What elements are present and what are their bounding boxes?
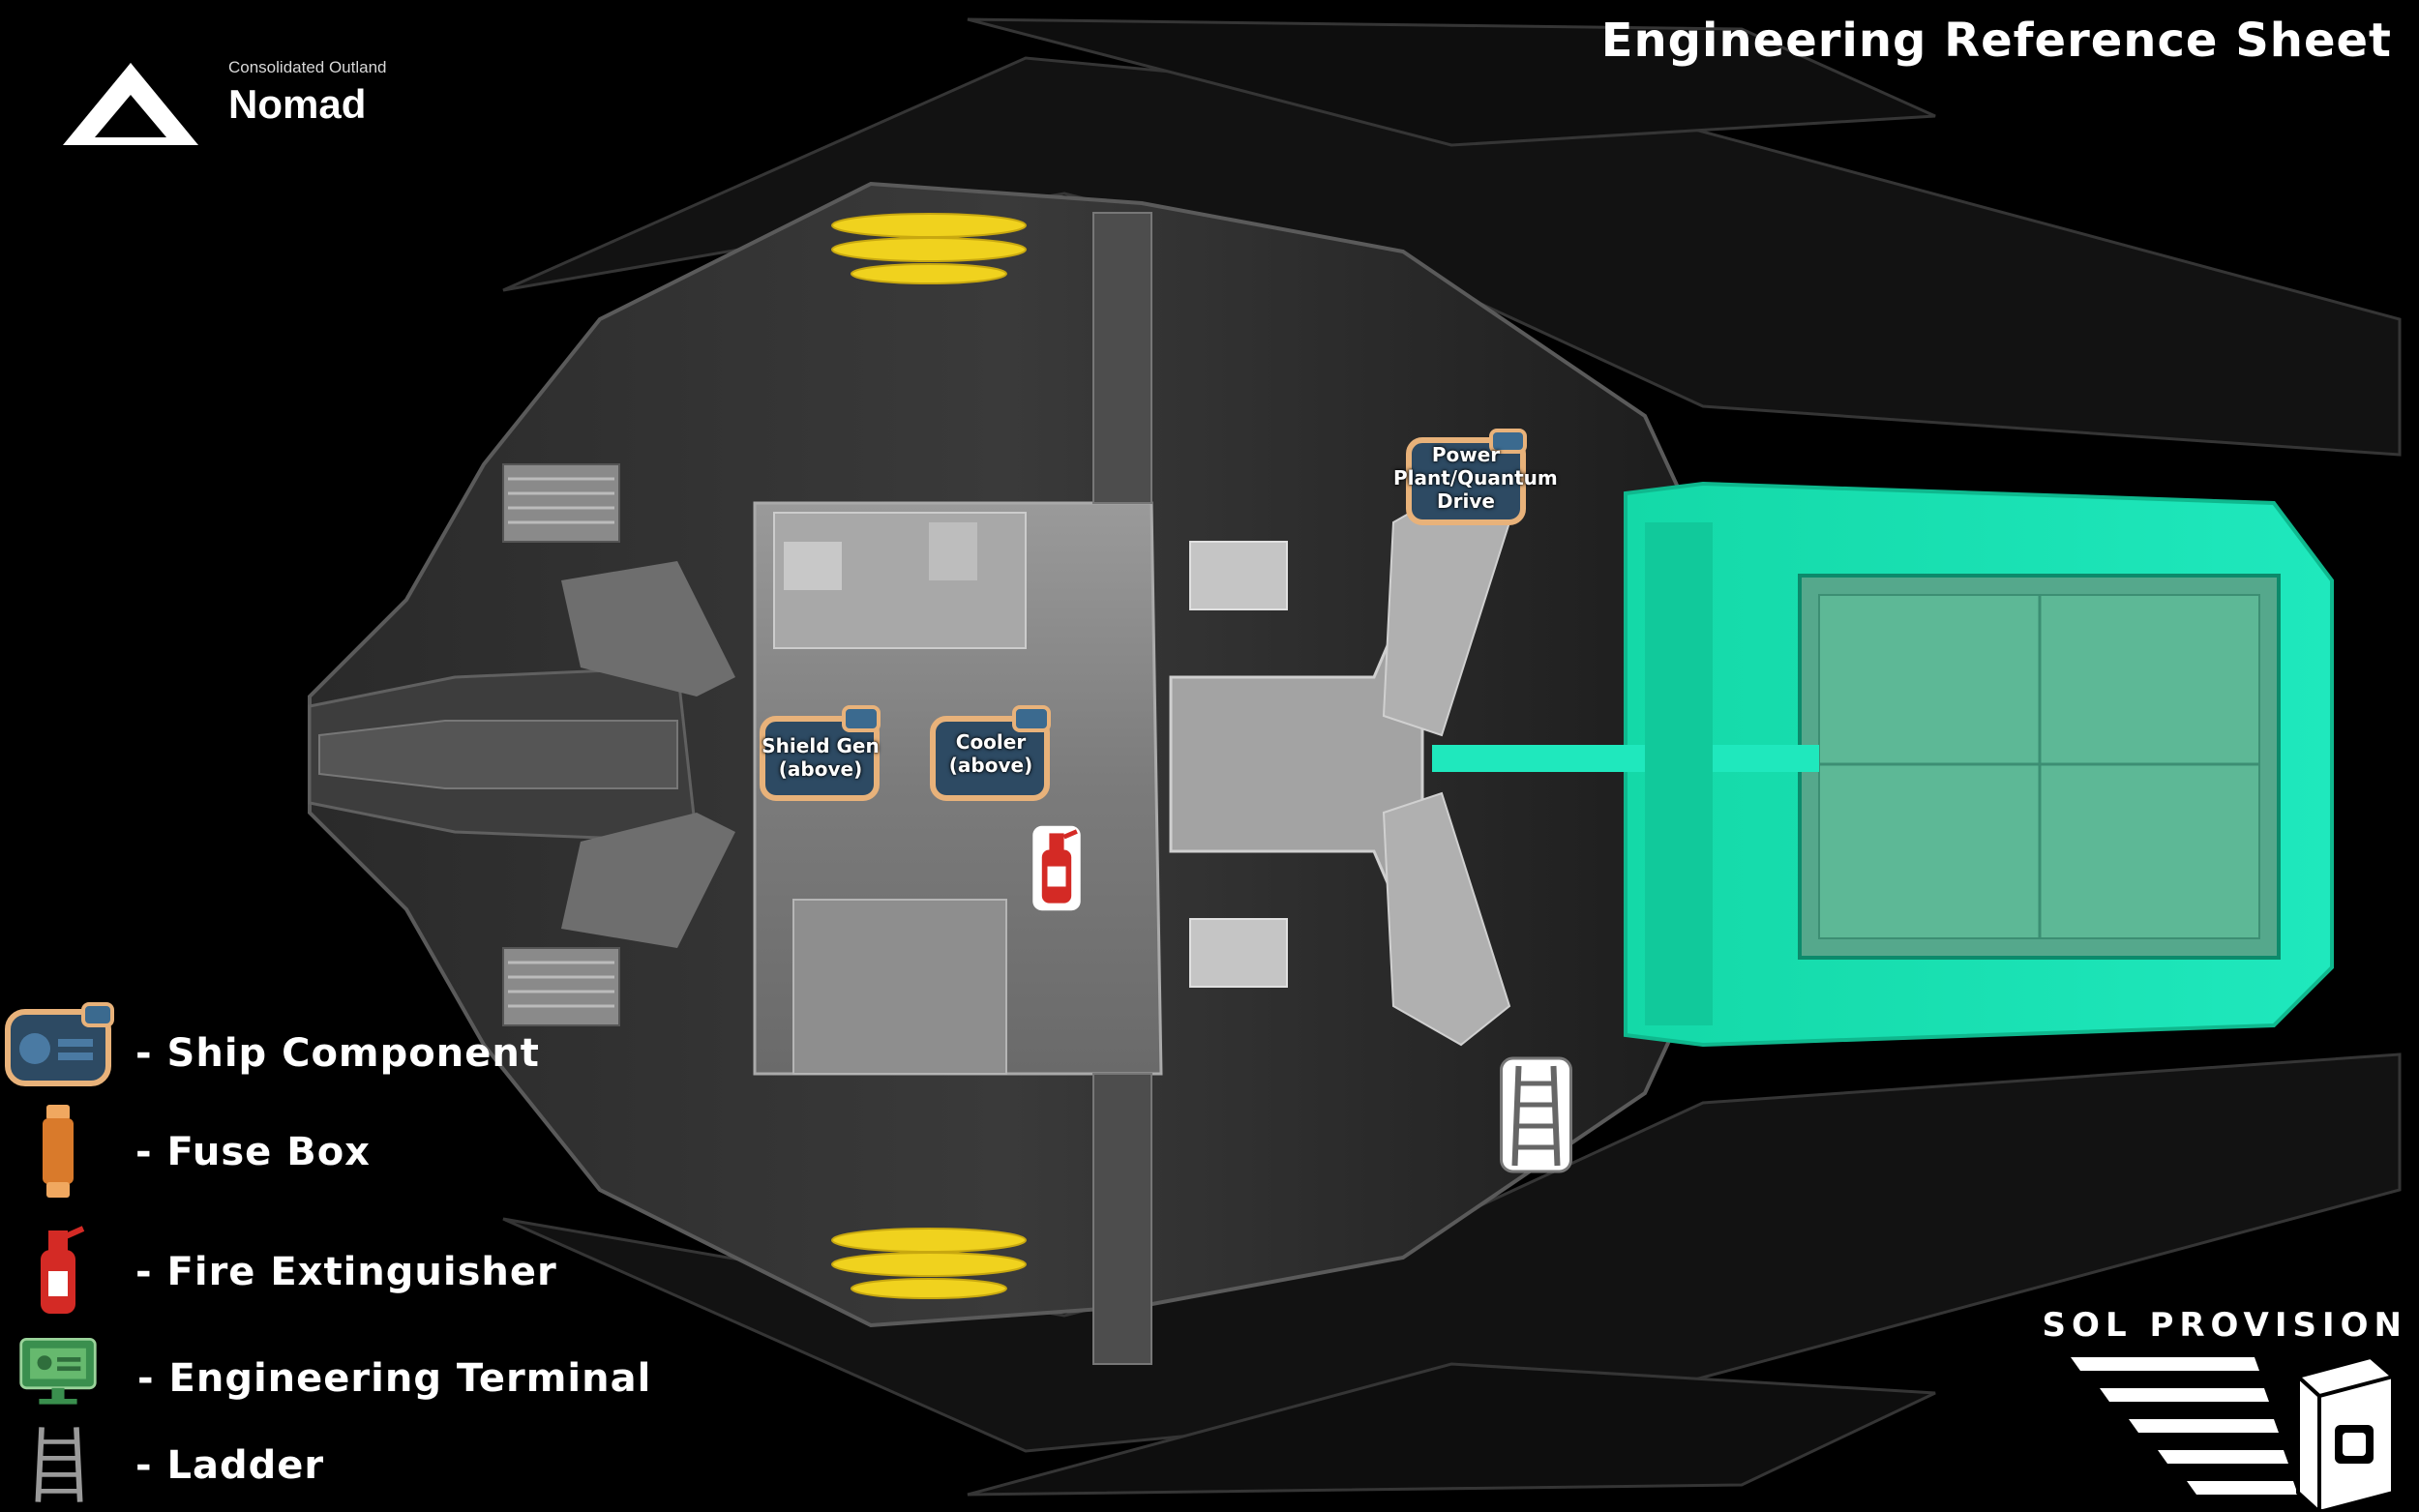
callout-power-plant-line2: Plant/Quantum bbox=[1393, 466, 1558, 489]
ship-component-icon bbox=[1406, 429, 1527, 525]
cargo-bay bbox=[1432, 481, 2334, 1048]
callout-cooler-line1: Cooler bbox=[955, 730, 1027, 754]
consolidated-outland-logo bbox=[63, 63, 198, 145]
ship-component-icon bbox=[760, 705, 881, 801]
legend: - Ship Component - Fuse Box - Fire Extin… bbox=[0, 996, 697, 1512]
callout-shield-gen-label: Shield Gen (above) bbox=[751, 734, 890, 781]
fire-extinguisher-icon bbox=[1032, 825, 1081, 911]
legend-label-fuse-box: - Fuse Box bbox=[135, 1130, 371, 1174]
outer-wireframe bbox=[502, 17, 2402, 1497]
callout-shield-gen: Shield Gen (above) bbox=[751, 701, 890, 810]
callout-cooler: Cooler (above) bbox=[921, 701, 1060, 810]
ladder-icon bbox=[35, 1427, 83, 1502]
engineering-terminal-icon bbox=[19, 1338, 97, 1405]
callout-power-plant: Power Plant/Quantum Drive bbox=[1393, 426, 1558, 532]
callout-cooler-label: Cooler (above) bbox=[921, 730, 1060, 777]
ship-name: Nomad bbox=[228, 81, 367, 127]
ladder-icon bbox=[1500, 1056, 1572, 1173]
callout-power-plant-line1: Power bbox=[1431, 443, 1501, 466]
callout-shield-gen-line2: (above) bbox=[778, 757, 863, 781]
legend-label-fire-extinguisher: - Fire Extinguisher bbox=[135, 1250, 557, 1294]
legend-label-ladder: - Ladder bbox=[135, 1443, 325, 1488]
ship-component-icon bbox=[930, 705, 1051, 801]
callout-power-plant-label: Power Plant/Quantum Drive bbox=[1393, 443, 1558, 513]
sol-provision-name: SOL PROVISION bbox=[2042, 1306, 2407, 1345]
legend-label-engineering-terminal: - Engineering Terminal bbox=[137, 1356, 652, 1401]
callout-shield-gen-line1: Shield Gen bbox=[762, 734, 880, 757]
page-title: Engineering Reference Sheet bbox=[1600, 14, 2392, 68]
fire-extinguisher-icon bbox=[41, 1226, 85, 1314]
fuse-box-icon bbox=[43, 1105, 74, 1198]
thrusters bbox=[831, 213, 1027, 1299]
sol-provision-logo bbox=[2071, 1354, 2395, 1509]
callout-power-plant-line3: Drive bbox=[1437, 489, 1495, 513]
callout-cooler-line2: (above) bbox=[948, 754, 1033, 777]
manufacturer-name: Consolidated Outland bbox=[228, 58, 387, 76]
legend-label-ship-component: - Ship Component bbox=[135, 1031, 540, 1076]
ship-component-icon bbox=[5, 1002, 114, 1086]
